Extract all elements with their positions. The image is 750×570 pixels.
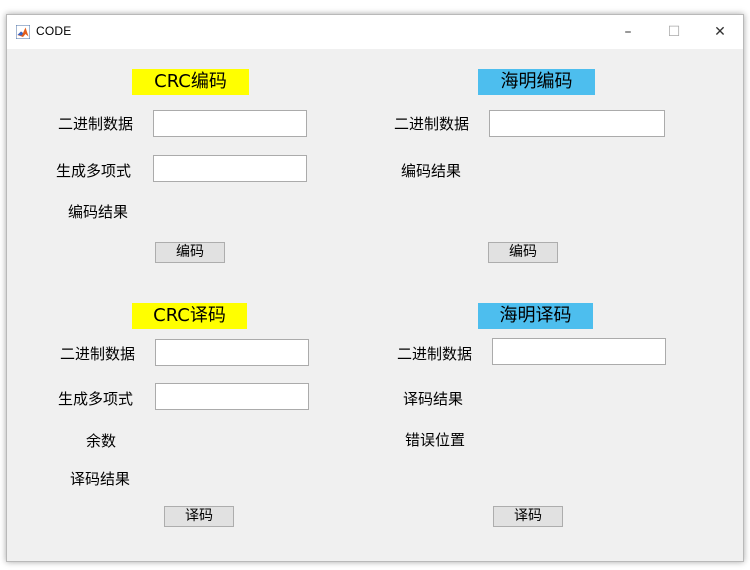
crc-decode-poly-label: 生成多项式	[58, 390, 134, 408]
hamming-encode-binary-input[interactable]	[489, 110, 665, 137]
crc-decode-remainder-label: 余数	[86, 432, 117, 450]
crc-encode-binary-input[interactable]	[153, 110, 307, 137]
crc-decode-heading: CRC译码	[132, 303, 247, 329]
window-title: CODE	[36, 24, 72, 38]
hamming-encode-binary-label: 二进制数据	[394, 115, 470, 133]
crc-encode-heading: CRC编码	[132, 69, 249, 95]
hamming-decode-button[interactable]: 译码	[493, 506, 563, 527]
crc-decode-poly-input[interactable]	[155, 383, 309, 410]
maximize-button[interactable]: ☐	[667, 24, 681, 40]
hamming-decode-result-label: 译码结果	[403, 390, 464, 408]
minimize-button[interactable]: –	[624, 24, 632, 40]
crc-encode-poly-label: 生成多项式	[56, 162, 132, 180]
hamming-encode-result-label: 编码结果	[401, 162, 462, 180]
close-button[interactable]: ✕	[714, 24, 726, 40]
crc-encode-button[interactable]: 编码	[155, 242, 225, 263]
crc-decode-result-label: 译码结果	[70, 470, 131, 488]
hamming-decode-heading: 海明译码	[478, 303, 593, 329]
crc-encode-poly-input[interactable]	[153, 155, 307, 182]
crc-encode-binary-label: 二进制数据	[58, 115, 134, 133]
hamming-encode-heading: 海明编码	[478, 69, 595, 95]
crc-decode-button[interactable]: 译码	[164, 506, 234, 527]
hamming-decode-binary-label: 二进制数据	[397, 345, 473, 363]
crc-decode-binary-input[interactable]	[155, 339, 309, 366]
hamming-decode-binary-input[interactable]	[492, 338, 666, 365]
app-window: CODE – ☐ ✕ CRC编码 二进制数据 生成多项式 编码结果 编码 海明编…	[6, 14, 744, 562]
hamming-decode-error-pos-label: 错误位置	[405, 431, 466, 449]
hamming-encode-button[interactable]: 编码	[488, 242, 558, 263]
crc-encode-result-label: 编码结果	[68, 203, 129, 221]
main-panel: CRC编码 二进制数据 生成多项式 编码结果 编码 海明编码 二进制数据 编码结…	[7, 49, 743, 563]
title-bar[interactable]: CODE – ☐ ✕	[7, 15, 743, 49]
crc-decode-binary-label: 二进制数据	[60, 345, 136, 363]
matlab-icon	[16, 25, 30, 39]
